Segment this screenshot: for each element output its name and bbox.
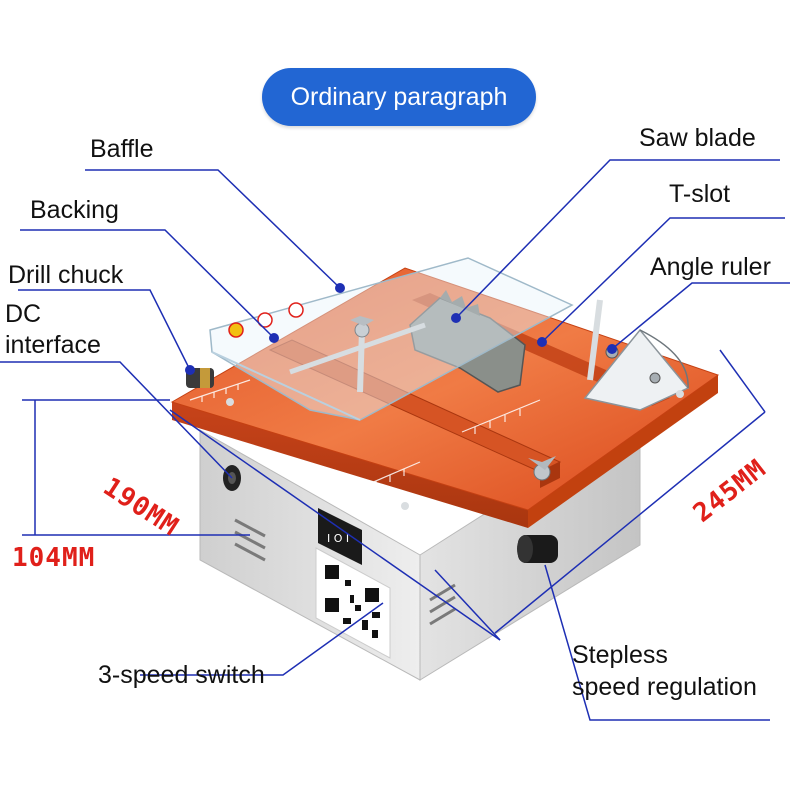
leader-dots	[185, 283, 617, 375]
label-dc-line1: DC	[5, 300, 42, 328]
warning-icon	[228, 322, 244, 338]
label-baffle: Baffle	[90, 135, 154, 163]
dimension-height: 104MM	[12, 543, 96, 573]
svg-text:I O I: I O I	[327, 532, 349, 545]
label-dc-line2: interface	[5, 331, 101, 359]
label-backing: Backing	[30, 196, 119, 224]
label-saw-blade: Saw blade	[639, 124, 756, 152]
label-drill-chuck: Drill chuck	[8, 261, 124, 289]
label-t-slot: T-slot	[669, 180, 731, 208]
label-stepless-line2: speed regulation	[572, 673, 757, 701]
label-angle-ruler: Angle ruler	[650, 253, 771, 281]
leader-lines	[0, 159, 790, 721]
label-stepless-line1: Stepless	[572, 641, 668, 669]
fence-lock-screw	[528, 456, 556, 481]
saw-blade	[409, 290, 526, 393]
no-entry-icon	[288, 302, 304, 318]
label-speed-switch: 3-speed switch	[98, 661, 265, 689]
speed-knob	[517, 535, 558, 563]
speed-switch: I O I	[318, 508, 362, 565]
hand-icon	[257, 312, 273, 328]
work-table	[170, 267, 720, 511]
qr-code	[315, 547, 391, 659]
title-banner: Ordinary paragraph	[262, 68, 536, 126]
backing-clamp	[289, 316, 426, 393]
